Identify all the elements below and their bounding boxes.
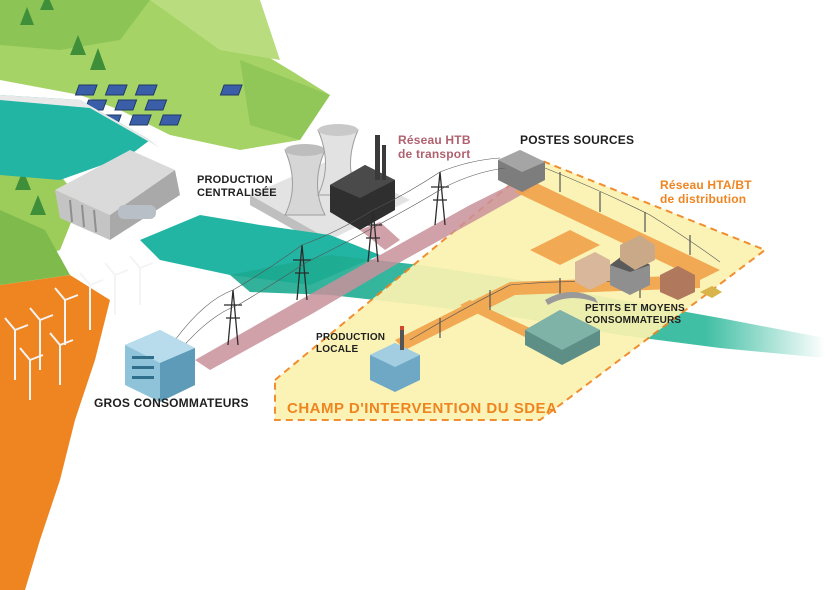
power-lines: [174, 157, 721, 351]
htb-network-label: Réseau HTB de transport: [398, 133, 471, 161]
petits-label-line2: CONSOMMATEURS: [585, 315, 682, 326]
prodl-label-line2: LOCALE: [316, 344, 359, 355]
prodl-label-line1: PRODUCTION: [316, 332, 386, 343]
hta-label-line2: de distribution: [660, 192, 747, 206]
prodc-label-line1: PRODUCTION: [197, 174, 273, 186]
transmission-pylons: [224, 171, 449, 346]
large-consumer-building: [125, 330, 195, 402]
local-production-building: [370, 326, 420, 392]
htb-network-band: [195, 180, 530, 370]
hta-network-label: Réseau HTA/BT de distribution: [660, 178, 752, 206]
large-consumers-label: GROS CONSOMMATEURS: [94, 396, 249, 410]
petits-label-line1: PETITS ET MOYENS: [585, 303, 685, 314]
centralized-production-label: PRODUCTION CENTRALISÉE: [197, 174, 277, 200]
trees: [15, 0, 106, 215]
source-substations-label: POSTES SOURCES: [520, 133, 635, 147]
htb-label-line1: Réseau HTB: [398, 133, 471, 147]
sdea-scope-label: CHAMP D'INTERVENTION DU SDEA: [287, 400, 558, 417]
source-substation: [498, 150, 545, 192]
hta-label-line1: Réseau HTA/BT: [660, 178, 752, 192]
reservoir-water: [0, 95, 150, 180]
small-medium-consumers-label: PETITS ET MOYENS CONSOMMATEURS: [585, 303, 685, 327]
htb-network-branch: [360, 222, 400, 250]
htb-label-line2: de transport: [398, 147, 471, 161]
orange-ground: [0, 275, 110, 590]
reservoir-shore: [0, 95, 160, 148]
small-medium-consumers: [525, 235, 722, 365]
wind-turbines: [4, 255, 154, 400]
local-production-label: PRODUCTION LOCALE: [316, 332, 385, 356]
bridge: [545, 291, 598, 305]
dam: [55, 150, 180, 240]
prodc-label-line2: CENTRALISÉE: [197, 187, 277, 199]
